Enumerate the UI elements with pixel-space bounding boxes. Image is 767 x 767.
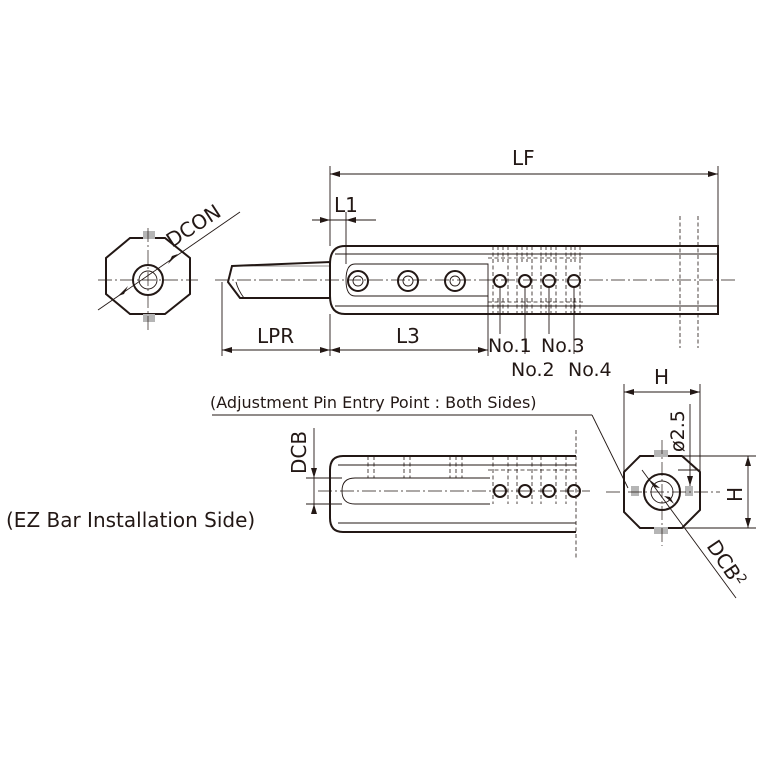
bar-small-holes: [493, 274, 581, 288]
label-dcb: DCB: [287, 431, 311, 474]
label-no4: No.4: [568, 359, 612, 381]
h-top-dimension: H: [623, 365, 701, 472]
end-view-right-notch-top: [654, 450, 668, 457]
bar-hidden-threads: [488, 246, 585, 314]
end-view-right-notch-bottom: [654, 527, 668, 534]
label-h-top: H: [654, 365, 669, 389]
note-adjustment-pin: (Adjustment Pin Entry Point : Both Sides…: [210, 393, 537, 412]
end-view-left: DCON: [97, 199, 241, 330]
dia-dimension: ø2.5: [667, 404, 700, 486]
label-dcb2: DCB2: [702, 535, 751, 591]
label-lf: LF: [512, 146, 535, 170]
label-no1: No.1: [488, 335, 532, 357]
label-no3: No.3: [541, 335, 585, 357]
pin-entry-left: [631, 486, 639, 496]
top-view-bar: [215, 216, 735, 348]
label-h-side: H: [723, 487, 747, 502]
end-view-notch-top: [143, 231, 155, 239]
label-lpr: LPR: [257, 324, 294, 348]
side-view-bar: [318, 430, 590, 560]
end-view-notch-bottom: [143, 314, 155, 322]
label-l1: L1: [334, 193, 358, 217]
bar-holes-large: [347, 270, 466, 292]
note-ez-bar: (EZ Bar Installation Side): [6, 508, 255, 532]
label-l3: L3: [396, 324, 420, 348]
dcb-dimension: DCB: [287, 428, 342, 514]
label-no2: No.2: [511, 359, 555, 381]
top-dimensions: LF L1 LPR L3 No.1 No.2 No.3 No.4: [221, 146, 719, 381]
label-dia: ø2.5: [667, 410, 689, 452]
h-side-dimension: H: [682, 455, 756, 529]
pin-entry-right: [685, 486, 693, 496]
